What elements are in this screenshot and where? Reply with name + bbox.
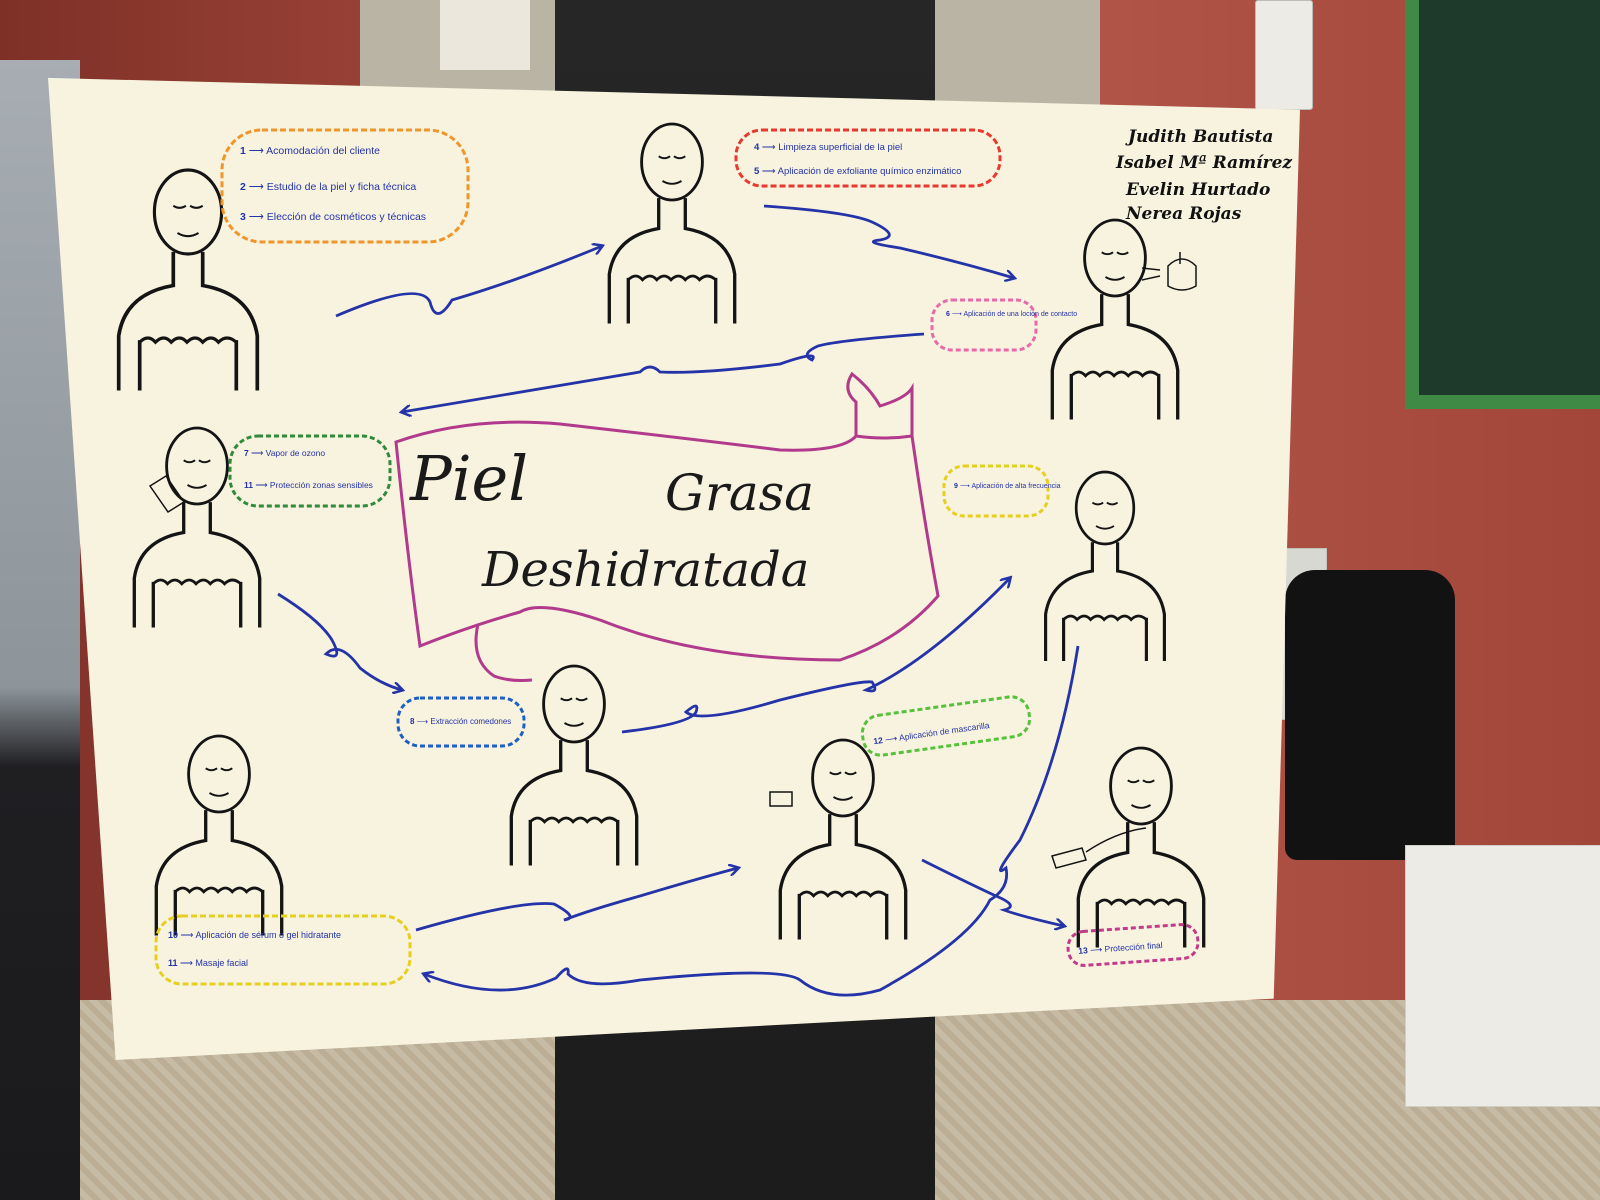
figure-9 [1076,746,1206,950]
bubble-steps-4-5: 4 ⟶ Limpieza superficial de la piel 5 ⟶ … [734,128,1002,188]
bubble-step-6: 6 ⟶ Aplicación de una loción de contacto [930,298,1077,352]
flow-arrows [277,204,1080,997]
svg-text:11 ⟶ Protección zonas sensible: 11 ⟶ Protección zonas sensibles [244,480,373,490]
figure-4 [132,426,262,630]
figure-1 [116,168,260,393]
device-icon [1051,827,1147,869]
svg-text:10 ⟶ Aplicación de sérum o gel: 10 ⟶ Aplicación de sérum o gel hidratant… [168,930,341,940]
svg-text:7 ⟶ Vapor de ozono: 7 ⟶ Vapor de ozono [244,448,325,458]
bubble-step-9: 9 ⟶ Aplicación de alta frecuencia [942,464,1061,518]
arrow-3-4 [402,332,925,412]
black-trash-bag [1285,570,1455,860]
title-line3: Deshidratada [481,542,809,598]
figure-8 [778,738,908,942]
wall-switch [1255,0,1313,110]
arrow-2-3 [763,204,1014,278]
arrow-8-9 [424,645,1080,997]
svg-text:2 ⟶ Estudio de la piel y ficha: 2 ⟶ Estudio de la piel y ficha técnica [240,181,416,193]
author-1: Judith Bautista [1125,127,1273,147]
white-box [1405,845,1600,1107]
cream-jar-icon [769,791,793,807]
svg-text:8 ⟶ Extracción comedones: 8 ⟶ Extracción comedones [410,717,511,726]
arrow-6-7 [621,578,1010,734]
figure-7 [154,734,284,938]
figure-3 [1050,218,1180,422]
svg-text:11 ⟶ Masaje facial: 11 ⟶ Masaje facial [168,958,248,968]
figure-5 [1044,470,1166,663]
author-4: Nerea Rojas [1125,204,1242,224]
brush-icon [148,474,186,514]
svg-text:6 ⟶ Aplicación de una loción d: 6 ⟶ Aplicación de una loción de contacto [946,311,1077,318]
author-2: Isabel Mª Ramírez [1115,153,1292,173]
green-chalkboard [1405,0,1600,409]
arrow-4-5 [277,592,402,690]
svg-text:3 ⟶ Elección de cosméticos y t: 3 ⟶ Elección de cosméticos y técnicas [240,211,426,223]
svg-text:5 ⟶ Aplicación de exfoliante q: 5 ⟶ Aplicación de exfoliante químico enz… [754,166,961,177]
authors-list: Judith Bautista Isabel Mª Ramírez Evelin… [1115,127,1292,224]
bubble-step-13: 13 ⟶ Protección final [1066,923,1200,967]
figure-6 [509,664,639,868]
door-notice [440,0,530,70]
spray-bottle-icon [1141,252,1197,291]
bubble-steps-7-11a: 7 ⟶ Vapor de ozono 11 ⟶ Protección zonas… [228,434,392,508]
bubble-steps-10-11: 10 ⟶ Aplicación de sérum o gel hidratant… [154,914,412,986]
title-line1: Piel [409,442,528,515]
arrow-10-11 [415,868,738,932]
bubble-step-8: 8 ⟶ Extracción comedones [396,696,526,748]
svg-text:9 ⟶ Aplicación de alta frecuen: 9 ⟶ Aplicación de alta frecuencia [954,483,1061,490]
figure-2 [607,122,737,326]
bubble-step-12: 12 ⟶ Aplicación de mascarilla [860,695,1032,757]
title-line2: Grasa [665,464,814,522]
bubble-steps-1-3: 1 ⟶ Acomodación del cliente 2 ⟶ Estudio … [220,128,470,244]
svg-text:1 ⟶ Acomodación del cliente: 1 ⟶ Acomodación del cliente [240,145,380,157]
arrow-1-2 [335,246,602,318]
author-3: Evelin Hurtado [1125,180,1270,200]
svg-text:4 ⟶ Limpieza superficial de la: 4 ⟶ Limpieza superficial de la piel [754,142,902,153]
title-banner [394,371,940,682]
svg-text:13 ⟶ Protección final: 13 ⟶ Protección final [1078,940,1163,956]
arrow-11-12 [921,858,1064,926]
